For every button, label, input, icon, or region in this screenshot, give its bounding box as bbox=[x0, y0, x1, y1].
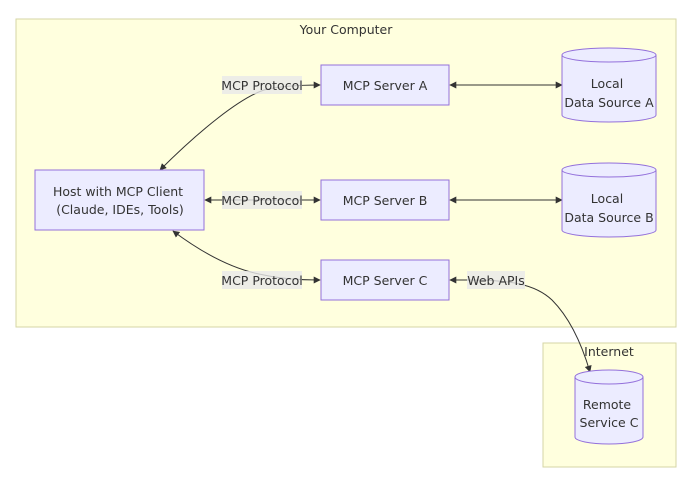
edge-label-text: MCP Protocol bbox=[221, 78, 302, 93]
edge-label-protocol-c: MCP Protocol bbox=[221, 271, 303, 289]
node-label-line-2: Data Source B bbox=[564, 210, 653, 225]
node-local-data-source-a[interactable]: Local Data Source A bbox=[561, 47, 657, 123]
node-mcp-server-a[interactable]: MCP Server A bbox=[320, 64, 450, 106]
node-mcp-server-b[interactable]: MCP Server B bbox=[320, 179, 450, 221]
edge-label-text: Web APIs bbox=[467, 273, 525, 288]
svg-text:Remote Service C: Remote Service C bbox=[580, 397, 639, 430]
node-label: MCP Server C bbox=[343, 273, 428, 288]
node-local-data-source-b[interactable]: Local Data Source B bbox=[561, 162, 657, 238]
svg-text:Local Data Source B: Local Data Source B bbox=[564, 191, 653, 225]
edge-label-protocol-b: MCP Protocol bbox=[221, 191, 303, 209]
node-label-line-1: Local bbox=[591, 191, 623, 206]
node-label-line-2: Data Source A bbox=[564, 95, 654, 110]
node-label-line-1: Remote bbox=[583, 397, 632, 412]
node-label-line-2: (Claude, IDEs, Tools) bbox=[56, 202, 184, 217]
node-host-mcp-client[interactable]: Host with MCP Client (Claude, IDEs, Tool… bbox=[34, 169, 205, 231]
svg-text:Local Data Source A: Local Data Source A bbox=[564, 76, 654, 110]
edge-label-text: MCP Protocol bbox=[221, 273, 302, 288]
node-label-line-1: Host with MCP Client bbox=[53, 184, 183, 199]
group-title-internet: Internet bbox=[584, 344, 634, 359]
node-label: MCP Server A bbox=[343, 78, 428, 93]
node-mcp-server-c[interactable]: MCP Server C bbox=[320, 259, 450, 301]
node-label-line-1: Local bbox=[591, 76, 623, 91]
node-label-line-2: Service C bbox=[580, 415, 639, 430]
node-remote-service-c[interactable]: Remote Service C bbox=[574, 369, 644, 445]
edge-label-web-apis: Web APIs bbox=[467, 271, 525, 289]
group-title-your-computer: Your Computer bbox=[299, 22, 394, 37]
node-label: MCP Server B bbox=[343, 193, 428, 208]
edge-label-text: MCP Protocol bbox=[221, 193, 302, 208]
svg-text:Host with MCP Client (Cl: Host with MCP Client (Claude, IDEs, Tool… bbox=[53, 184, 187, 217]
edge-label-protocol-a: MCP Protocol bbox=[221, 76, 303, 94]
